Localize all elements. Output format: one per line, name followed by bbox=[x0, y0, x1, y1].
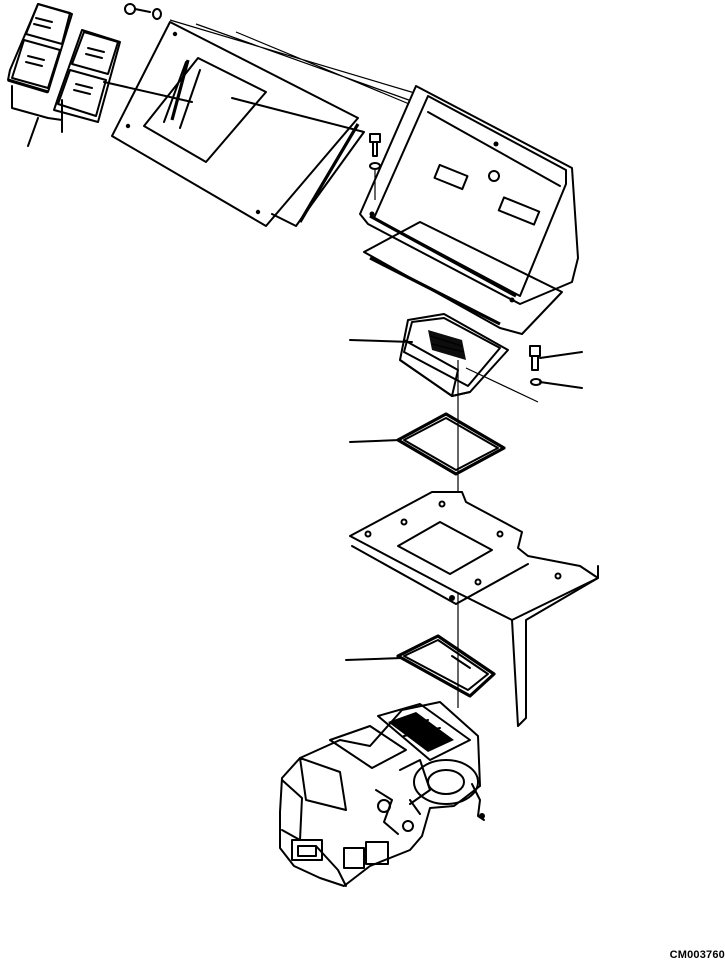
vent-grille bbox=[428, 330, 466, 360]
gasket-lower-leader-line bbox=[345, 657, 403, 661]
diagram-code-label: CM003760 bbox=[669, 949, 725, 961]
switch-module-left bbox=[7, 3, 73, 94]
cover-leader-line bbox=[103, 81, 193, 103]
housing-bolt bbox=[369, 133, 381, 200]
side-bolt bbox=[529, 345, 542, 386]
switch-module-leader-line bbox=[11, 85, 63, 147]
housing-base-gasket bbox=[363, 221, 563, 335]
screw-pair bbox=[124, 3, 162, 20]
mounting-bracket bbox=[349, 491, 599, 727]
cover-panel bbox=[111, 21, 359, 227]
screw-leader-lines bbox=[169, 19, 421, 107]
panel-housing bbox=[359, 85, 579, 305]
gasket-upper-leader-line bbox=[349, 439, 401, 443]
cover-gasket bbox=[231, 97, 365, 227]
square-gasket-upper bbox=[396, 412, 506, 476]
vent-duct-centerline bbox=[465, 367, 539, 403]
switch-module-right bbox=[53, 29, 121, 123]
blower-heater-unit bbox=[279, 701, 485, 887]
square-gasket-lower bbox=[396, 634, 496, 698]
side-bolt-leader-lines bbox=[539, 351, 583, 389]
vent-duct-leader-line bbox=[349, 339, 413, 343]
